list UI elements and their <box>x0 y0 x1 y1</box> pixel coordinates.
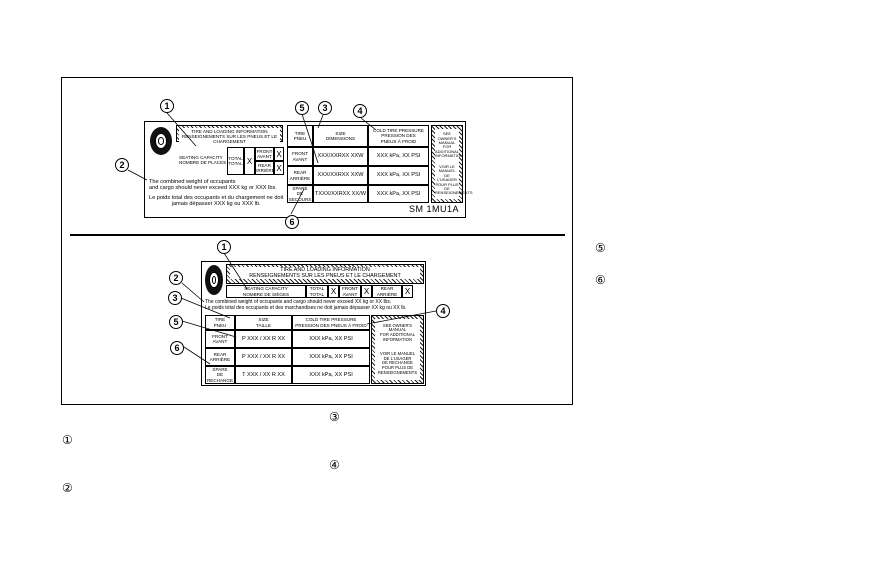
callout-4: 4 <box>436 304 450 318</box>
bottom-rear-size: P XXX / XX R XX <box>235 348 292 366</box>
top-front-size: XXX/XXRXX XXW <box>313 147 368 166</box>
bottom-spare-size: T XXX / XX R XX <box>235 366 292 384</box>
bottom-capacity-row: SEATING CAPACITY NOMBRE DE SIÈGES TOTAL … <box>226 285 424 298</box>
callout-2: 2 <box>115 158 129 172</box>
bottom-header: TIRE AND LOADING INFORMATION RENSEIGNEME… <box>230 267 420 280</box>
bottom-rear-cell: REAR ARRIÈRE <box>372 285 402 298</box>
top-spare-pressure: XXX kPa, XX PSI <box>368 185 429 203</box>
bottom-seating-capacity: SEATING CAPACITY NOMBRE DE SIÈGES <box>226 285 306 298</box>
top-rear-size: XXX/XXRXX XXW <box>313 166 368 185</box>
top-weight-fr: Le poids total des occupants et du charg… <box>149 195 284 208</box>
callout-4: 4 <box>353 104 367 118</box>
callout-1: 1 <box>217 240 231 254</box>
bottom-weight: The combined weight of occupants and car… <box>205 299 407 311</box>
top-seating-capacity: SEATING CAPACITY NOMBRE DE PLACES <box>179 155 227 166</box>
top-col-size: SIZE DIMENSIONS <box>313 125 368 147</box>
bottom-total-x: X <box>328 285 339 298</box>
top-header: TIRE AND LOADING INFORMATION RENSEIGNEME… <box>179 128 280 146</box>
callout-3: 3 <box>318 101 332 115</box>
bottom-row-front: FRONT AVANT <box>205 330 235 348</box>
top-total-cell: TOTAL TOTAL <box>227 147 244 175</box>
top-rear-x: X <box>274 161 284 175</box>
bottom-see-manual: SEE OWNER'S MANUAL FOR ADDITIONAL INFORM… <box>380 322 415 342</box>
bottom-front-size: P XXX / XX R XX <box>235 330 292 348</box>
bottom-front-cell: FRONT AVANT <box>339 285 361 298</box>
top-tire-label: TIRE AND LOADING INFORMATION RENSEIGNEME… <box>144 121 473 218</box>
tire-icon <box>205 265 223 295</box>
top-manual-frame: SEE OWNER'S MANUAL FOR ADDITIONAL INFORM… <box>431 125 473 203</box>
bottom-tire-table: TIRE PNEU SIZE TAILLE COLD TIRE PRESSURE… <box>205 315 370 384</box>
top-weight-en: The combined weight of occupants and car… <box>149 179 277 192</box>
top-total-x: X <box>244 147 255 175</box>
top-rear-pressure: XXX kPa, XX PSI <box>368 166 429 185</box>
callout-5: 5 <box>169 315 183 329</box>
bottom-rear-x: X <box>402 285 413 298</box>
legend-number-4: ④ <box>329 458 340 472</box>
top-front-pressure: XXX kPa, XX PSI <box>368 147 429 166</box>
callout-2: 2 <box>169 271 183 285</box>
legend-number-3: ③ <box>329 410 340 424</box>
callout-6: 6 <box>170 341 184 355</box>
top-col-pressure: COLD TIRE PRESSURE PRESSION DES PNEUS À … <box>368 125 429 147</box>
bottom-tire-label: TIRE AND LOADING INFORMATION RENSEIGNEME… <box>201 261 426 386</box>
bottom-front-pressure: XXX kPa, XX PSI <box>292 330 370 348</box>
bottom-row-tire: TIRE PNEU <box>205 315 235 330</box>
top-tire-table: TIRE PNEU SIZE DIMENSIONS COLD TIRE PRES… <box>287 125 429 203</box>
top-front-x: X <box>274 147 284 161</box>
top-see-manual: SEE OWNER'S MANUAL FOR ADDITIONAL INFORM… <box>435 131 463 159</box>
bottom-spare-pressure: XXX kPa, XX PSI <box>292 366 370 384</box>
top-header-frame: TIRE AND LOADING INFORMATION RENSEIGNEME… <box>176 125 283 146</box>
bottom-total-cell: TOTAL TOTAL <box>306 285 328 298</box>
bottom-rear-pressure: XXX kPa, XX PSI <box>292 348 370 366</box>
bottom-col-pressure: COLD TIRE PRESSURE PRESSION DES PNEUS À … <box>292 315 370 330</box>
bottom-manual-frame: SEE OWNER'S MANUAL FOR ADDITIONAL INFORM… <box>371 315 424 384</box>
callout-1: 1 <box>160 99 174 113</box>
bottom-header-frame: TIRE AND LOADING INFORMATION RENSEIGNEME… <box>226 264 424 284</box>
top-rear-cell: REAR ARRIÈRE <box>254 161 275 175</box>
top-spare-size: TXXX/XXRXX XX/W <box>313 185 368 203</box>
callout-3: 3 <box>168 291 182 305</box>
bottom-row-rear: REAR ARRIÈRE <box>205 348 235 366</box>
figure-code: SM 1MU1A <box>408 204 459 214</box>
top-row-spare: SPARE DE SECOURS <box>287 185 313 203</box>
top-row-tire: TIRE PNEU <box>287 125 313 147</box>
legend-number-1: ① <box>62 433 73 447</box>
legend-number-6: ⑥ <box>595 273 606 287</box>
tire-icon <box>150 127 172 155</box>
top-voir-manuel: VOIR LE MANUEL DE L'USAGER POUR PLUS DE … <box>435 164 473 196</box>
bottom-voir-manuel: VOIR LE MANUEL DE L'USAGER DE RECHANGE P… <box>377 351 418 375</box>
bottom-row-spare: SPARE DE RECHANGE <box>205 366 235 384</box>
top-row-rear: REAR ARRIÈRE <box>287 166 313 185</box>
bottom-front-x: X <box>361 285 372 298</box>
top-row-front: FRONT AVANT <box>287 147 313 166</box>
top-front-cell: FRONT AVANT <box>255 147 274 161</box>
legend-number-2: ② <box>62 481 73 495</box>
bottom-col-size: SIZE TAILLE <box>235 315 292 330</box>
figure-divider <box>70 234 565 236</box>
callout-6: 6 <box>285 215 299 229</box>
legend-number-5: ⑤ <box>595 241 606 255</box>
callout-5: 5 <box>295 101 309 115</box>
